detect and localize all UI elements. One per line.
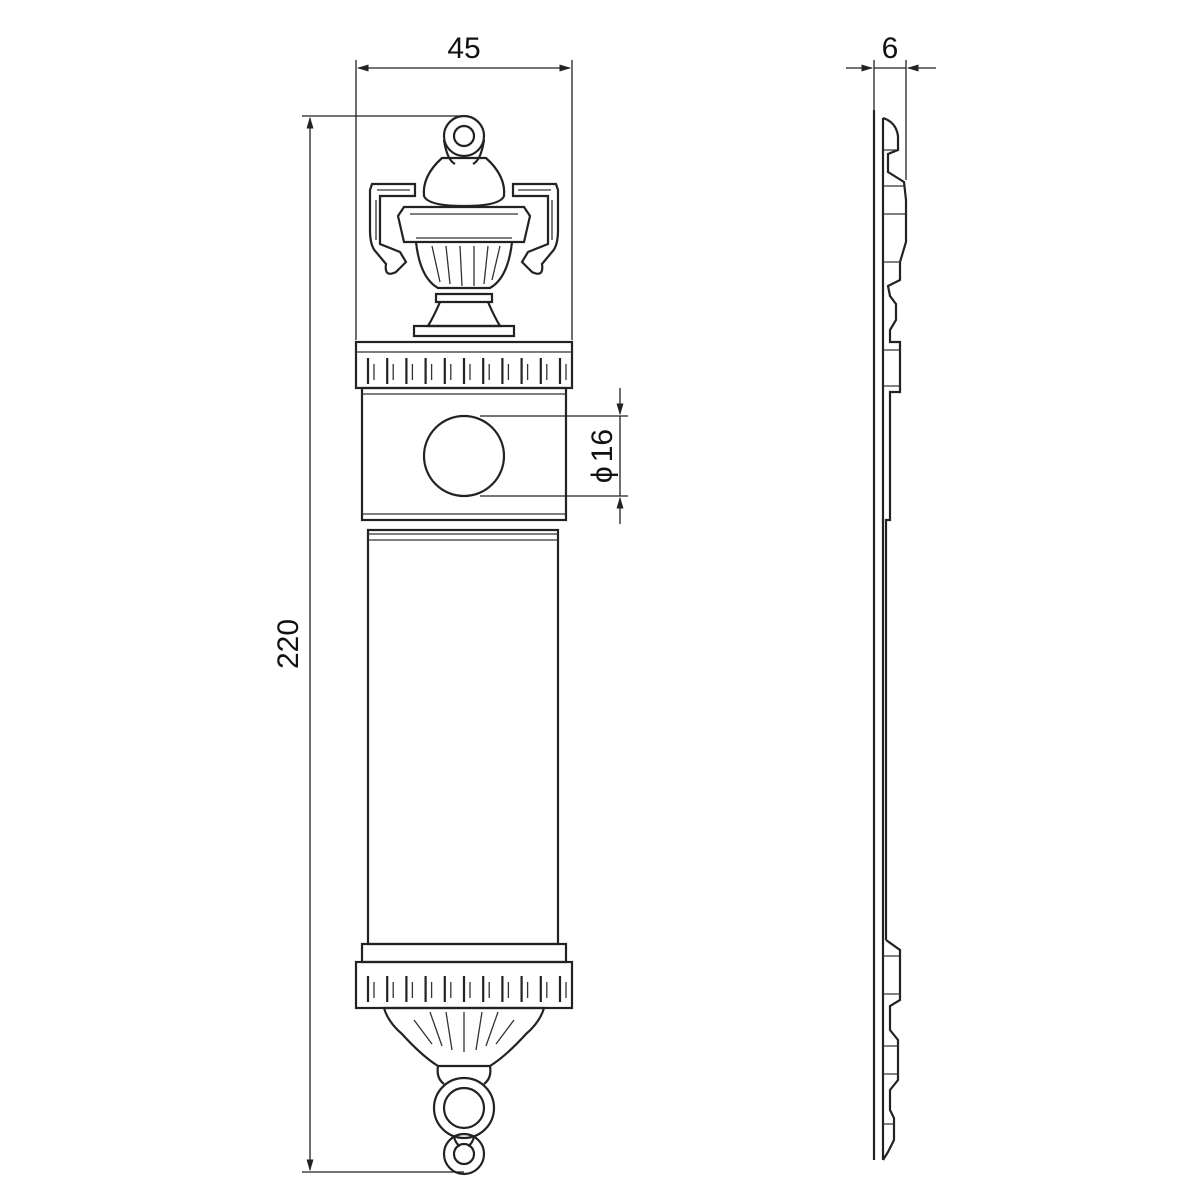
bottom-ornament <box>382 1006 546 1085</box>
width-dimension-label: 45 <box>447 32 480 65</box>
dimension-width: 45 <box>355 32 573 340</box>
dimension-hole-diameter: ϕ 16 <box>480 388 628 524</box>
tube <box>366 528 560 946</box>
urn-body <box>396 205 532 290</box>
height-dimension-label: 220 <box>272 619 305 669</box>
top-flutes <box>366 358 567 384</box>
urn-handles <box>368 182 560 275</box>
top-collar <box>354 340 574 390</box>
viewing-hole <box>422 414 506 498</box>
bottom-flutes <box>366 976 567 1002</box>
depth-dimension-label: 6 <box>882 32 899 65</box>
front-view <box>354 114 574 1176</box>
urn-foot <box>412 292 516 338</box>
hole-diameter-label: 16 <box>586 429 619 462</box>
diameter-symbol: ϕ <box>586 466 619 483</box>
dimension-height: 220 <box>272 115 464 1173</box>
svg-text:ϕ16: ϕ 16 <box>586 429 619 483</box>
top-hanging-ring <box>442 114 486 165</box>
bottom-collar <box>354 942 574 1010</box>
bottom-rings <box>432 1076 496 1176</box>
urn-finial <box>422 156 506 208</box>
side-view <box>872 110 908 1161</box>
upper-housing <box>360 386 568 522</box>
dimension-depth: 6 <box>846 32 936 180</box>
